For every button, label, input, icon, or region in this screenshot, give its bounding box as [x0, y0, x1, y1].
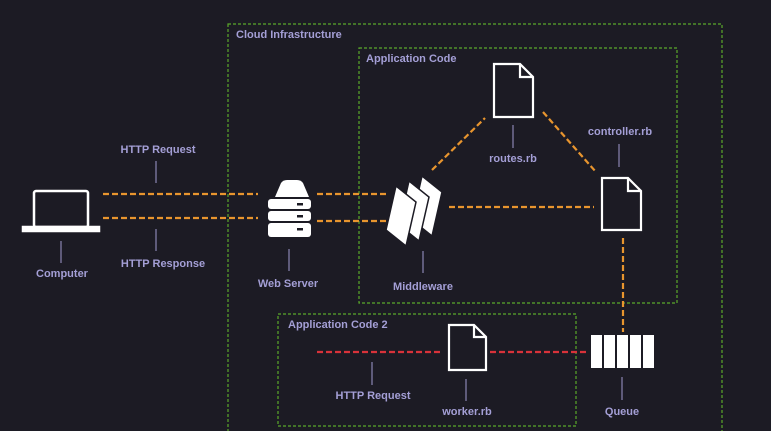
cloud-infrastructure-box — [227, 23, 723, 431]
line-routes-controller — [542, 111, 597, 173]
application-code-2-label: Application Code 2 — [288, 319, 388, 331]
routes-file-icon — [492, 62, 535, 119]
queue-icon — [591, 335, 654, 368]
controller-label: controller.rb — [587, 126, 653, 138]
http-request-label: HTTP Request — [120, 144, 196, 156]
computer-label: Computer — [36, 268, 88, 280]
cloud-infrastructure-label: Cloud Infrastructure — [236, 29, 342, 41]
layers-icon — [385, 174, 443, 248]
controller-file-icon — [600, 176, 643, 232]
worker-http-request-label: HTTP Request — [335, 390, 411, 402]
middleware-label: Middleware — [393, 281, 453, 293]
application-code-label: Application Code — [366, 53, 457, 65]
routes-label: routes.rb — [489, 153, 537, 165]
queue-label: Queue — [604, 406, 640, 418]
laptop-icon — [21, 189, 101, 233]
worker-label: worker.rb — [442, 406, 492, 418]
server-icon — [268, 180, 311, 237]
http-response-label: HTTP Response — [120, 258, 206, 270]
worker-file-icon — [447, 323, 488, 372]
application-code-box — [358, 47, 678, 304]
webserver-label: Web Server — [257, 278, 319, 290]
line-middleware-routes — [431, 117, 486, 171]
